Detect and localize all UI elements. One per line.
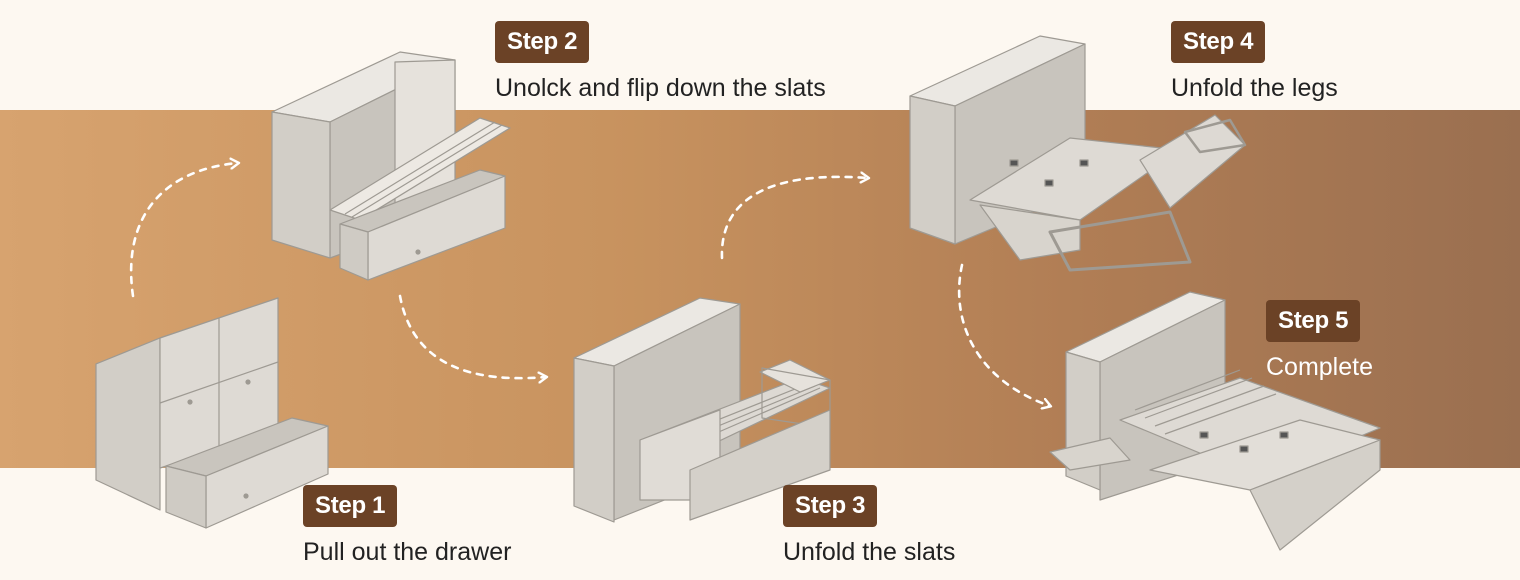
- step-2-badge: Step 2: [495, 21, 590, 63]
- step-3: Step 3 Unfold the slats: [783, 485, 955, 567]
- step-3-caption: Unfold the slats: [783, 538, 956, 566]
- step4-cabinet-illustration: [909, 35, 1247, 272]
- step3-cabinet-illustration: [573, 297, 831, 523]
- step-4: Step 4 Unfold the legs: [1171, 21, 1338, 103]
- step-3-badge: Step 3: [783, 485, 878, 527]
- arrow-step3-to-step4: [720, 177, 868, 260]
- step-4-badge: Step 4: [1171, 21, 1266, 63]
- step-1-caption: Pull out the drawer: [303, 538, 512, 566]
- step-1: Step 1 Pull out the drawer: [303, 485, 511, 567]
- step-4-caption: Unfold the legs: [1171, 74, 1338, 102]
- step-5-badge: Step 5: [1266, 300, 1361, 342]
- step2-cabinet-illustration: [271, 51, 511, 281]
- flow-arrows: [129, 163, 1050, 406]
- step5-bed-illustration: [1049, 291, 1381, 551]
- arrow-step1-to-step2: [129, 163, 238, 298]
- step-5: Step 5 Complete: [1266, 300, 1373, 382]
- arrow-step4-to-step5: [957, 263, 1050, 406]
- step-2-caption: Unolck and flip down the slats: [495, 74, 826, 102]
- step-2: Step 2 Unolck and flip down the slats: [495, 21, 826, 103]
- step-5-caption: Complete: [1266, 353, 1373, 381]
- step-1-badge: Step 1: [303, 485, 398, 527]
- arrow-step2-to-step3: [398, 294, 546, 378]
- step1-cabinet-illustration: [95, 297, 329, 529]
